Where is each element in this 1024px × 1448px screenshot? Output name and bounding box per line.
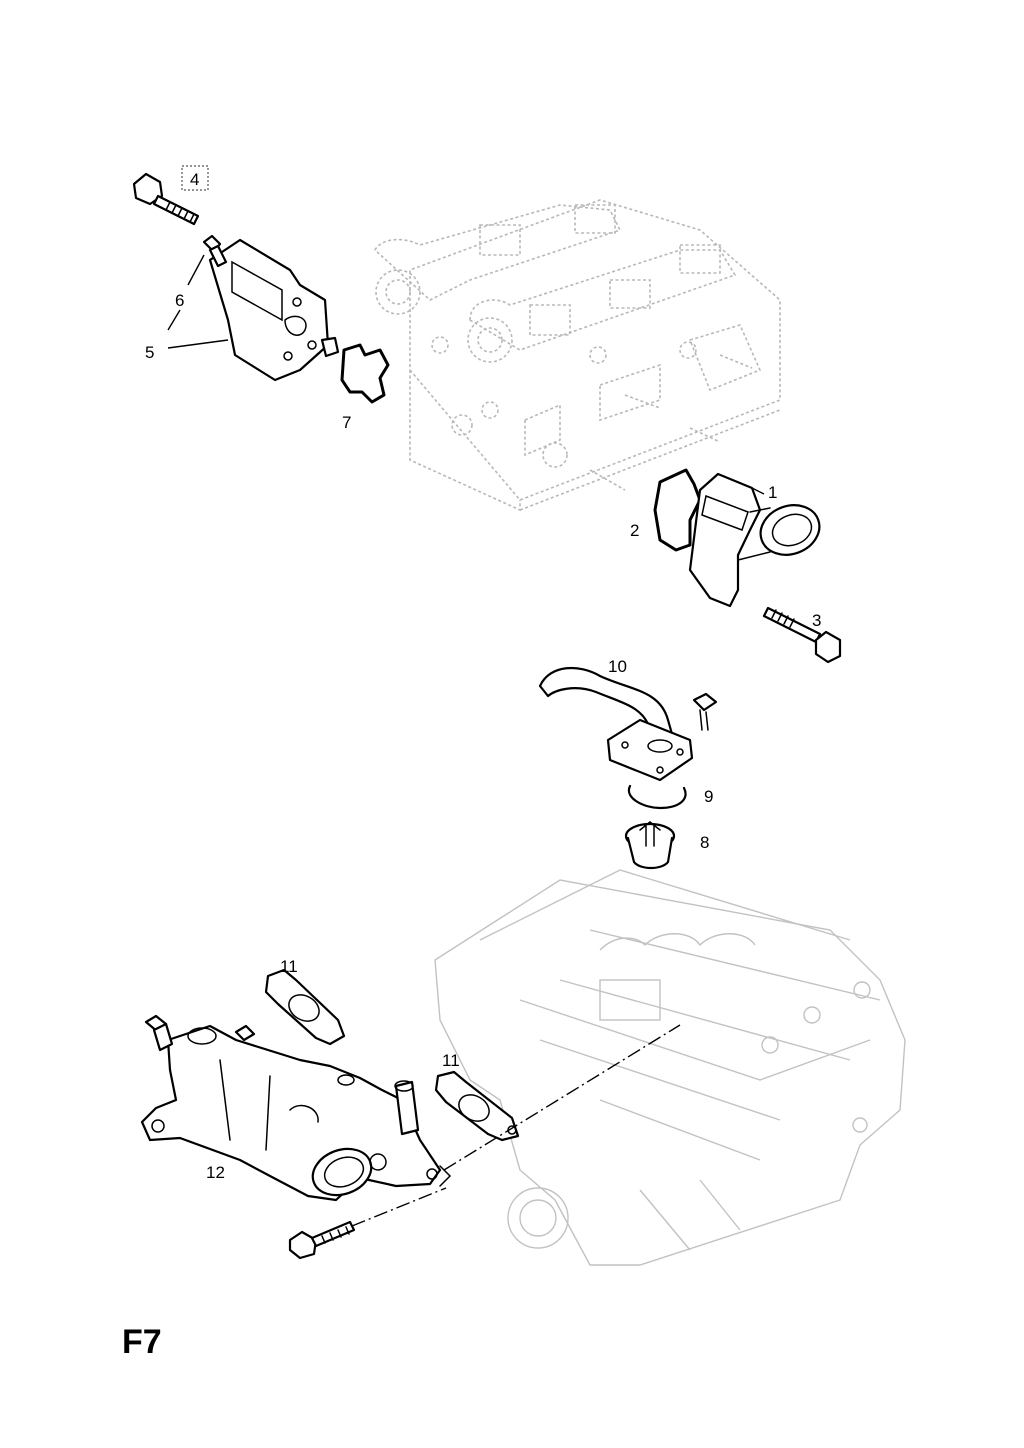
bolt-part-3: [762, 606, 842, 664]
gasket-part-2: [653, 468, 702, 552]
callout-8: 8: [700, 833, 709, 852]
leader-lines: [167, 254, 765, 495]
callout-2: 2: [630, 521, 639, 540]
gasket-part-11-lower: [434, 1070, 520, 1142]
callout-labels: 4 6 5 7 1 2 3 10 9 8 11 11 12: [145, 165, 821, 1182]
callout-10: 10: [608, 657, 627, 676]
seal-ring-part-9: [627, 784, 687, 810]
assembly-lines: [351, 1024, 681, 1227]
callout-5: 5: [145, 343, 154, 362]
callout-7: 7: [342, 413, 351, 432]
callout-11-upper: 11: [280, 957, 298, 976]
gasket-part-7: [340, 343, 390, 404]
engine-block-ghost: [434, 869, 906, 1266]
nipple-part-6: [202, 234, 228, 268]
housing-part-5: [208, 238, 340, 382]
callout-box-4: [181, 165, 209, 191]
bolt-part-4: [132, 172, 200, 226]
cylinder-head-ghost: [374, 199, 781, 512]
housing-part-1: [688, 472, 821, 608]
bolt-lower: [288, 1220, 356, 1260]
callout-6: 6: [175, 291, 184, 310]
housing-part-12: [140, 1014, 452, 1202]
callout-11-lower: 11: [442, 1051, 460, 1070]
thermostat-part-8: [624, 821, 676, 870]
gasket-part-11-upper: [264, 968, 346, 1046]
page-label: F7: [122, 1323, 162, 1361]
callout-4: 4: [190, 170, 199, 189]
callout-9: 9: [704, 787, 713, 806]
callout-12: 12: [206, 1163, 225, 1182]
callout-1: 1: [768, 483, 777, 502]
pipe-part-10: [538, 666, 718, 782]
callout-3: 3: [812, 611, 821, 630]
